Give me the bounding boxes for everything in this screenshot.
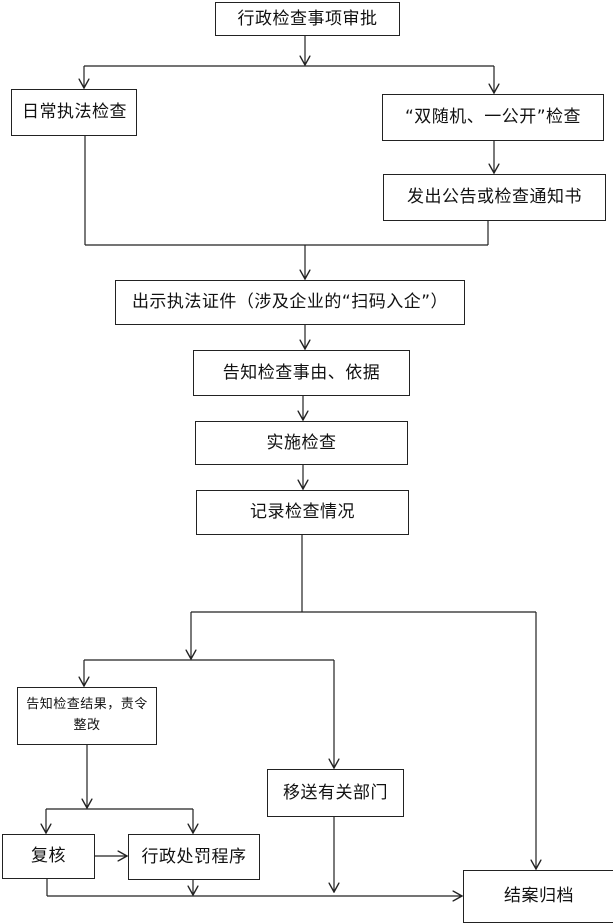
- node-show-credentials: 出示执法证件（涉及企业的“扫码入企”）: [115, 280, 465, 325]
- node-record-results: 记录检查情况: [196, 490, 409, 535]
- node-transfer-department: 移送有关部门: [267, 769, 404, 817]
- node-inform-results: 告知检查结果，责令整改: [17, 687, 157, 745]
- node-close-archive: 结案归档: [463, 870, 613, 923]
- node-issue-notice: 发出公告或检查通知书: [383, 174, 606, 221]
- node-penalty-procedure: 行政处罚程序: [128, 834, 260, 880]
- node-conduct-inspection: 实施检查: [195, 421, 408, 465]
- node-inform-reason: 告知检查事由、依据: [193, 350, 410, 396]
- node-double-random: “双随机、一公开”检查: [382, 94, 604, 141]
- node-review: 复核: [2, 834, 95, 879]
- node-approval: 行政检查事项审批: [215, 2, 400, 36]
- node-routine-inspection: 日常执法检查: [11, 89, 137, 136]
